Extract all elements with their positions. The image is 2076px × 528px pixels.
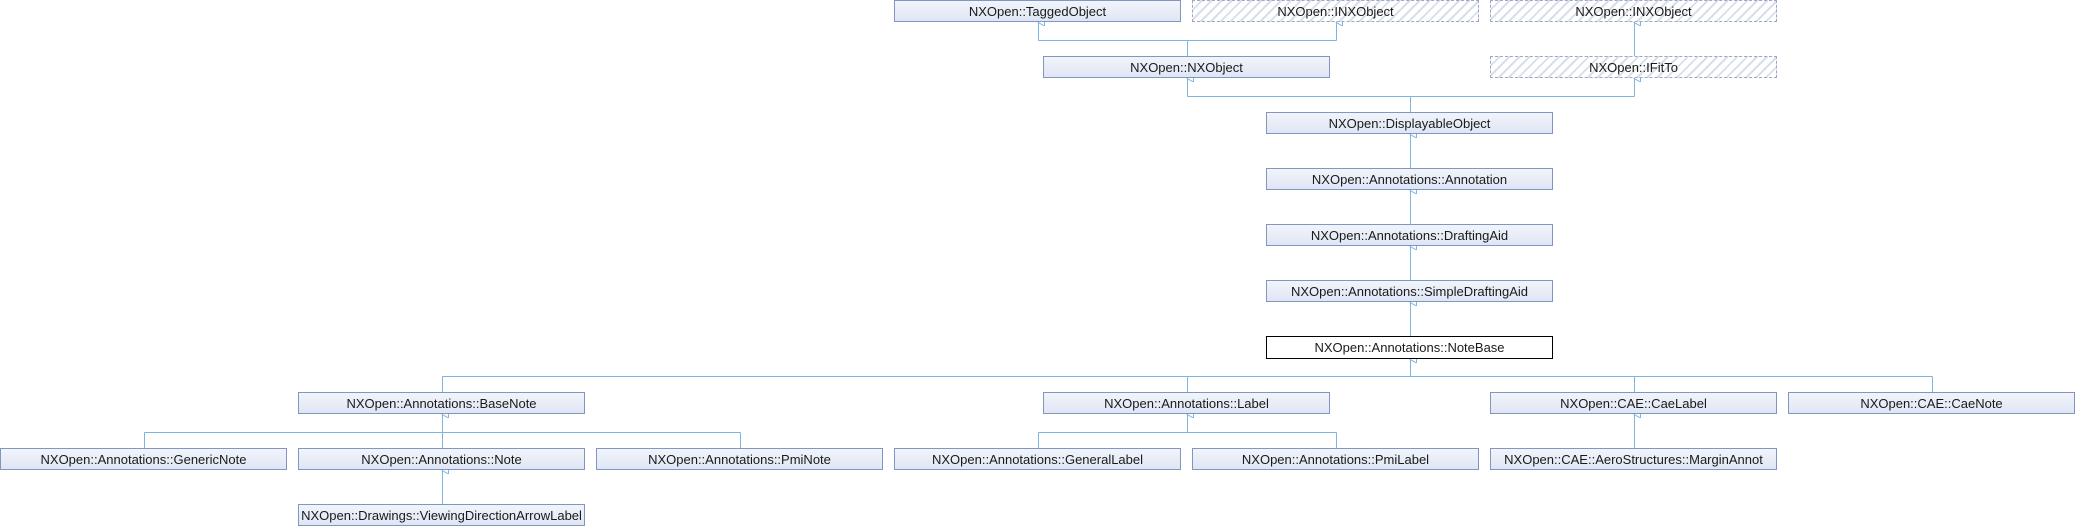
class-node-label: NXOpen::CAE::CaeNote	[1860, 395, 2003, 411]
class-node-label: NXOpen::Annotations::Note	[361, 451, 522, 467]
class-node-label: NXOpen::Annotations::GenericNote	[40, 451, 247, 467]
class-node-margin-annot[interactable]: NXOpen::CAE::AeroStructures::MarginAnnot	[1490, 448, 1777, 470]
class-node-pmi-note[interactable]: NXOpen::Annotations::PmiNote	[596, 448, 883, 470]
class-node-label-class[interactable]: NXOpen::Annotations::Label	[1043, 392, 1330, 414]
class-node-label: NXOpen::Annotations::BaseNote	[346, 395, 537, 411]
class-node-note[interactable]: NXOpen::Annotations::Note	[298, 448, 585, 470]
class-node-inxobject-2[interactable]: NXOpen::INXObject	[1490, 0, 1777, 22]
class-node-label: NXOpen::CAE::CaeLabel	[1560, 395, 1707, 411]
class-node-annotation[interactable]: NXOpen::Annotations::Annotation	[1266, 168, 1553, 190]
class-node-tagged-object[interactable]: NXOpen::TaggedObject	[894, 0, 1181, 22]
class-node-label: NXOpen::Annotations::GeneralLabel	[931, 451, 1144, 467]
class-node-label: NXOpen::Annotations::PmiNote	[648, 451, 831, 467]
class-node-cae-note[interactable]: NXOpen::CAE::CaeNote	[1788, 392, 2075, 414]
class-node-label: NXOpen::Annotations::PmiLabel	[1241, 451, 1430, 467]
class-node-label: NXOpen::Annotations::Annotation	[1311, 171, 1508, 187]
class-node-label: NXOpen::CAE::AeroStructures::MarginAnnot	[1504, 451, 1763, 467]
class-node-label: NXOpen::TaggedObject	[968, 3, 1107, 19]
class-node-note-base-current[interactable]: NXOpen::Annotations::NoteBase	[1266, 336, 1553, 359]
class-node-nxobject[interactable]: NXOpen::NXObject	[1043, 56, 1330, 78]
class-node-label: NXOpen::INXObject	[1277, 3, 1394, 19]
class-node-viewing-direction-arrow-label[interactable]: NXOpen::Drawings::ViewingDirectionArrowL…	[298, 504, 585, 526]
class-node-base-note[interactable]: NXOpen::Annotations::BaseNote	[298, 392, 585, 414]
class-node-label: NXOpen::DisplayableObject	[1328, 115, 1491, 131]
class-node-inxobject-1[interactable]: NXOpen::INXObject	[1192, 0, 1479, 22]
class-node-label: NXOpen::Annotations::NoteBase	[1314, 340, 1505, 355]
class-node-label: NXOpen::Annotations::Label	[1104, 395, 1269, 411]
class-node-label: NXOpen::Drawings::ViewingDirectionArrowL…	[301, 507, 582, 523]
class-node-label: NXOpen::Annotations::DraftingAid	[1310, 227, 1509, 243]
class-node-label: NXOpen::INXObject	[1575, 3, 1692, 19]
class-node-ifitto[interactable]: NXOpen::IFitTo	[1490, 56, 1777, 78]
class-node-displayable-object[interactable]: NXOpen::DisplayableObject	[1266, 112, 1553, 134]
class-node-general-label[interactable]: NXOpen::Annotations::GeneralLabel	[894, 448, 1181, 470]
class-node-simple-drafting-aid[interactable]: NXOpen::Annotations::SimpleDraftingAid	[1266, 280, 1553, 302]
class-node-drafting-aid[interactable]: NXOpen::Annotations::DraftingAid	[1266, 224, 1553, 246]
class-node-label: NXOpen::NXObject	[1130, 59, 1243, 75]
class-node-generic-note[interactable]: NXOpen::Annotations::GenericNote	[0, 448, 287, 470]
class-node-label: NXOpen::IFitTo	[1589, 59, 1678, 75]
class-node-label: NXOpen::Annotations::SimpleDraftingAid	[1290, 283, 1528, 299]
class-node-cae-label[interactable]: NXOpen::CAE::CaeLabel	[1490, 392, 1777, 414]
class-node-pmi-label[interactable]: NXOpen::Annotations::PmiLabel	[1192, 448, 1479, 470]
